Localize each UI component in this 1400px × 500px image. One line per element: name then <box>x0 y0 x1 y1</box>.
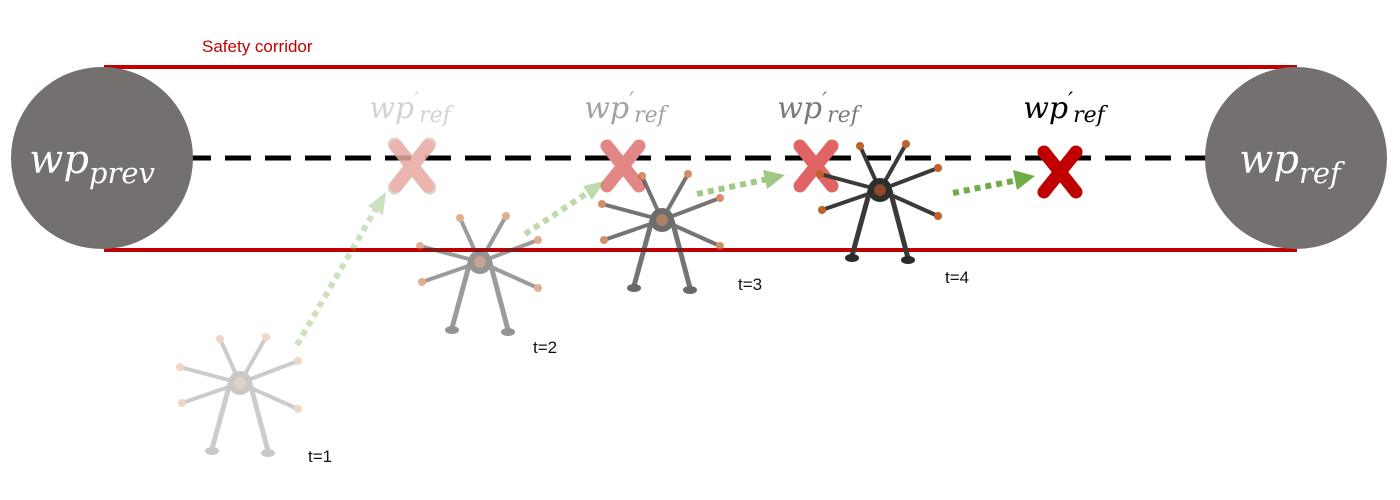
drone-t2 <box>416 212 542 336</box>
iwp-base: wp <box>369 91 414 126</box>
iwp-base: wp <box>1023 91 1068 126</box>
iwp-base: wp <box>777 91 822 126</box>
iwp-prime: ′ <box>1068 89 1073 114</box>
time-label-t4: t=4 <box>945 268 969 287</box>
intermediate-waypoint-label-2: wp′ref <box>584 89 669 128</box>
start-waypoint-label: wpprev <box>29 137 155 190</box>
motion-arrow-1 <box>294 192 386 347</box>
iwp-subscript: ref <box>827 103 863 128</box>
intermediate-waypoint-label-4: wp′ref <box>1023 89 1108 128</box>
end-waypoint-base: wp <box>1239 137 1299 183</box>
motion-arrow-3 <box>696 170 785 197</box>
end-waypoint-subscript: ref <box>1299 156 1346 190</box>
motion-arrow-4 <box>952 170 1035 196</box>
start-waypoint-subscript: prev <box>89 156 156 190</box>
iwp-prime: ′ <box>629 89 634 114</box>
target-marker-1 <box>395 144 430 187</box>
iwp-subscript: ref <box>419 103 455 128</box>
intermediate-waypoint-label-3: wp′ref <box>777 89 862 128</box>
target-marker-2 <box>607 146 639 186</box>
iwp-base: wp <box>584 91 629 126</box>
corridor-label: Safety corridor <box>202 37 313 56</box>
drone-t1 <box>176 333 302 457</box>
start-waypoint-circle <box>11 67 193 249</box>
iwp-prime: ′ <box>822 89 827 114</box>
time-label-t2: t=2 <box>533 338 557 357</box>
target-marker-3 <box>800 146 832 186</box>
iwp-subscript: ref <box>634 103 670 128</box>
intermediate-waypoint-label-1: wp′ref <box>369 89 454 128</box>
end-waypoint-label: wpref <box>1239 137 1346 190</box>
iwp-prime: ′ <box>414 89 419 114</box>
time-label-t1: t=1 <box>308 447 332 466</box>
time-label-t3: t=3 <box>738 275 762 294</box>
start-waypoint-base: wp <box>29 137 89 183</box>
iwp-subscript: ref <box>1073 103 1109 128</box>
end-waypoint-circle <box>1205 67 1387 249</box>
target-marker-4 <box>1044 152 1076 192</box>
motion-arrow-2 <box>523 181 605 237</box>
drone-t3 <box>598 170 724 294</box>
